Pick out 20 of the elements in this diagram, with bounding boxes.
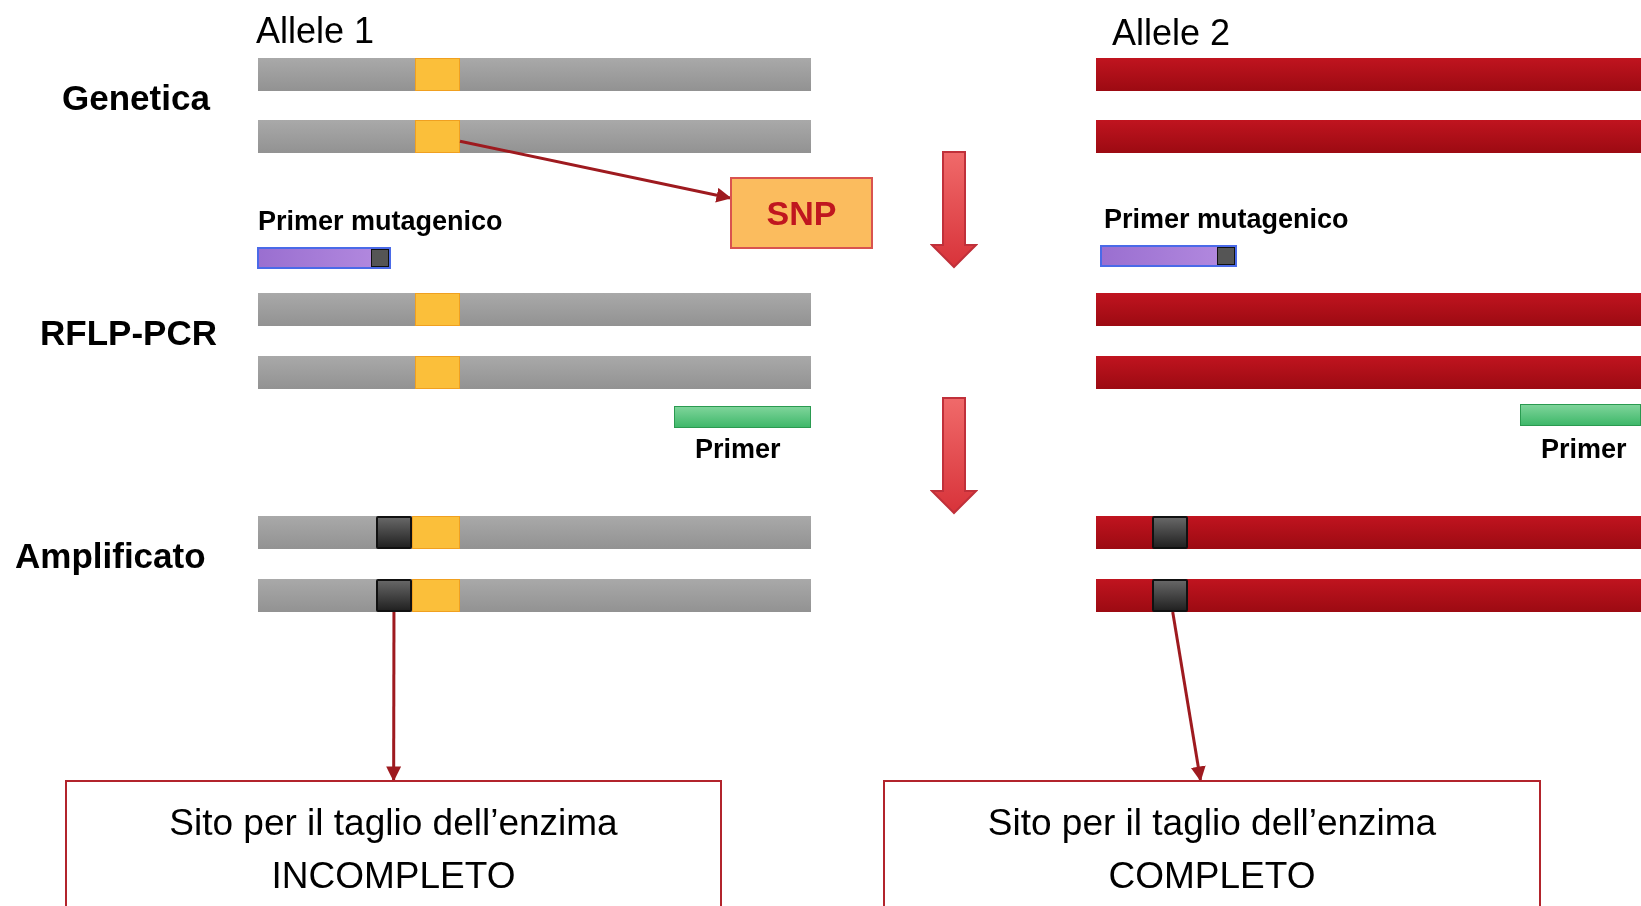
- result-box: [883, 780, 1541, 906]
- restriction-site-mark: [376, 579, 412, 612]
- result-text: Sito per il taglio dell’enzima INCOMPLETO: [168, 801, 619, 898]
- result-text: Sito per il taglio dell’enzima COMPLETO: [986, 801, 1438, 898]
- row-label: RFLP-PCR: [40, 313, 217, 353]
- row-label: Genetica: [62, 78, 210, 118]
- row-label: Amplificato: [15, 536, 206, 576]
- snp-site-mark: [415, 120, 460, 153]
- arrow: [386, 612, 402, 782]
- primer-label: Primer mutagenico: [1104, 204, 1349, 235]
- restriction-site-mark: [1152, 579, 1188, 612]
- result-box: [65, 780, 722, 906]
- primer-label: Primer: [695, 434, 781, 465]
- primer-label: Primer: [1541, 434, 1627, 465]
- snp-box: SNP: [730, 177, 873, 249]
- primer-label: Primer mutagenico: [258, 206, 503, 237]
- allele-heading: Allele 1: [256, 10, 375, 52]
- arrow: [459, 139, 732, 203]
- arrow: [1171, 611, 1206, 782]
- allele-heading: Allele 2: [1112, 12, 1231, 54]
